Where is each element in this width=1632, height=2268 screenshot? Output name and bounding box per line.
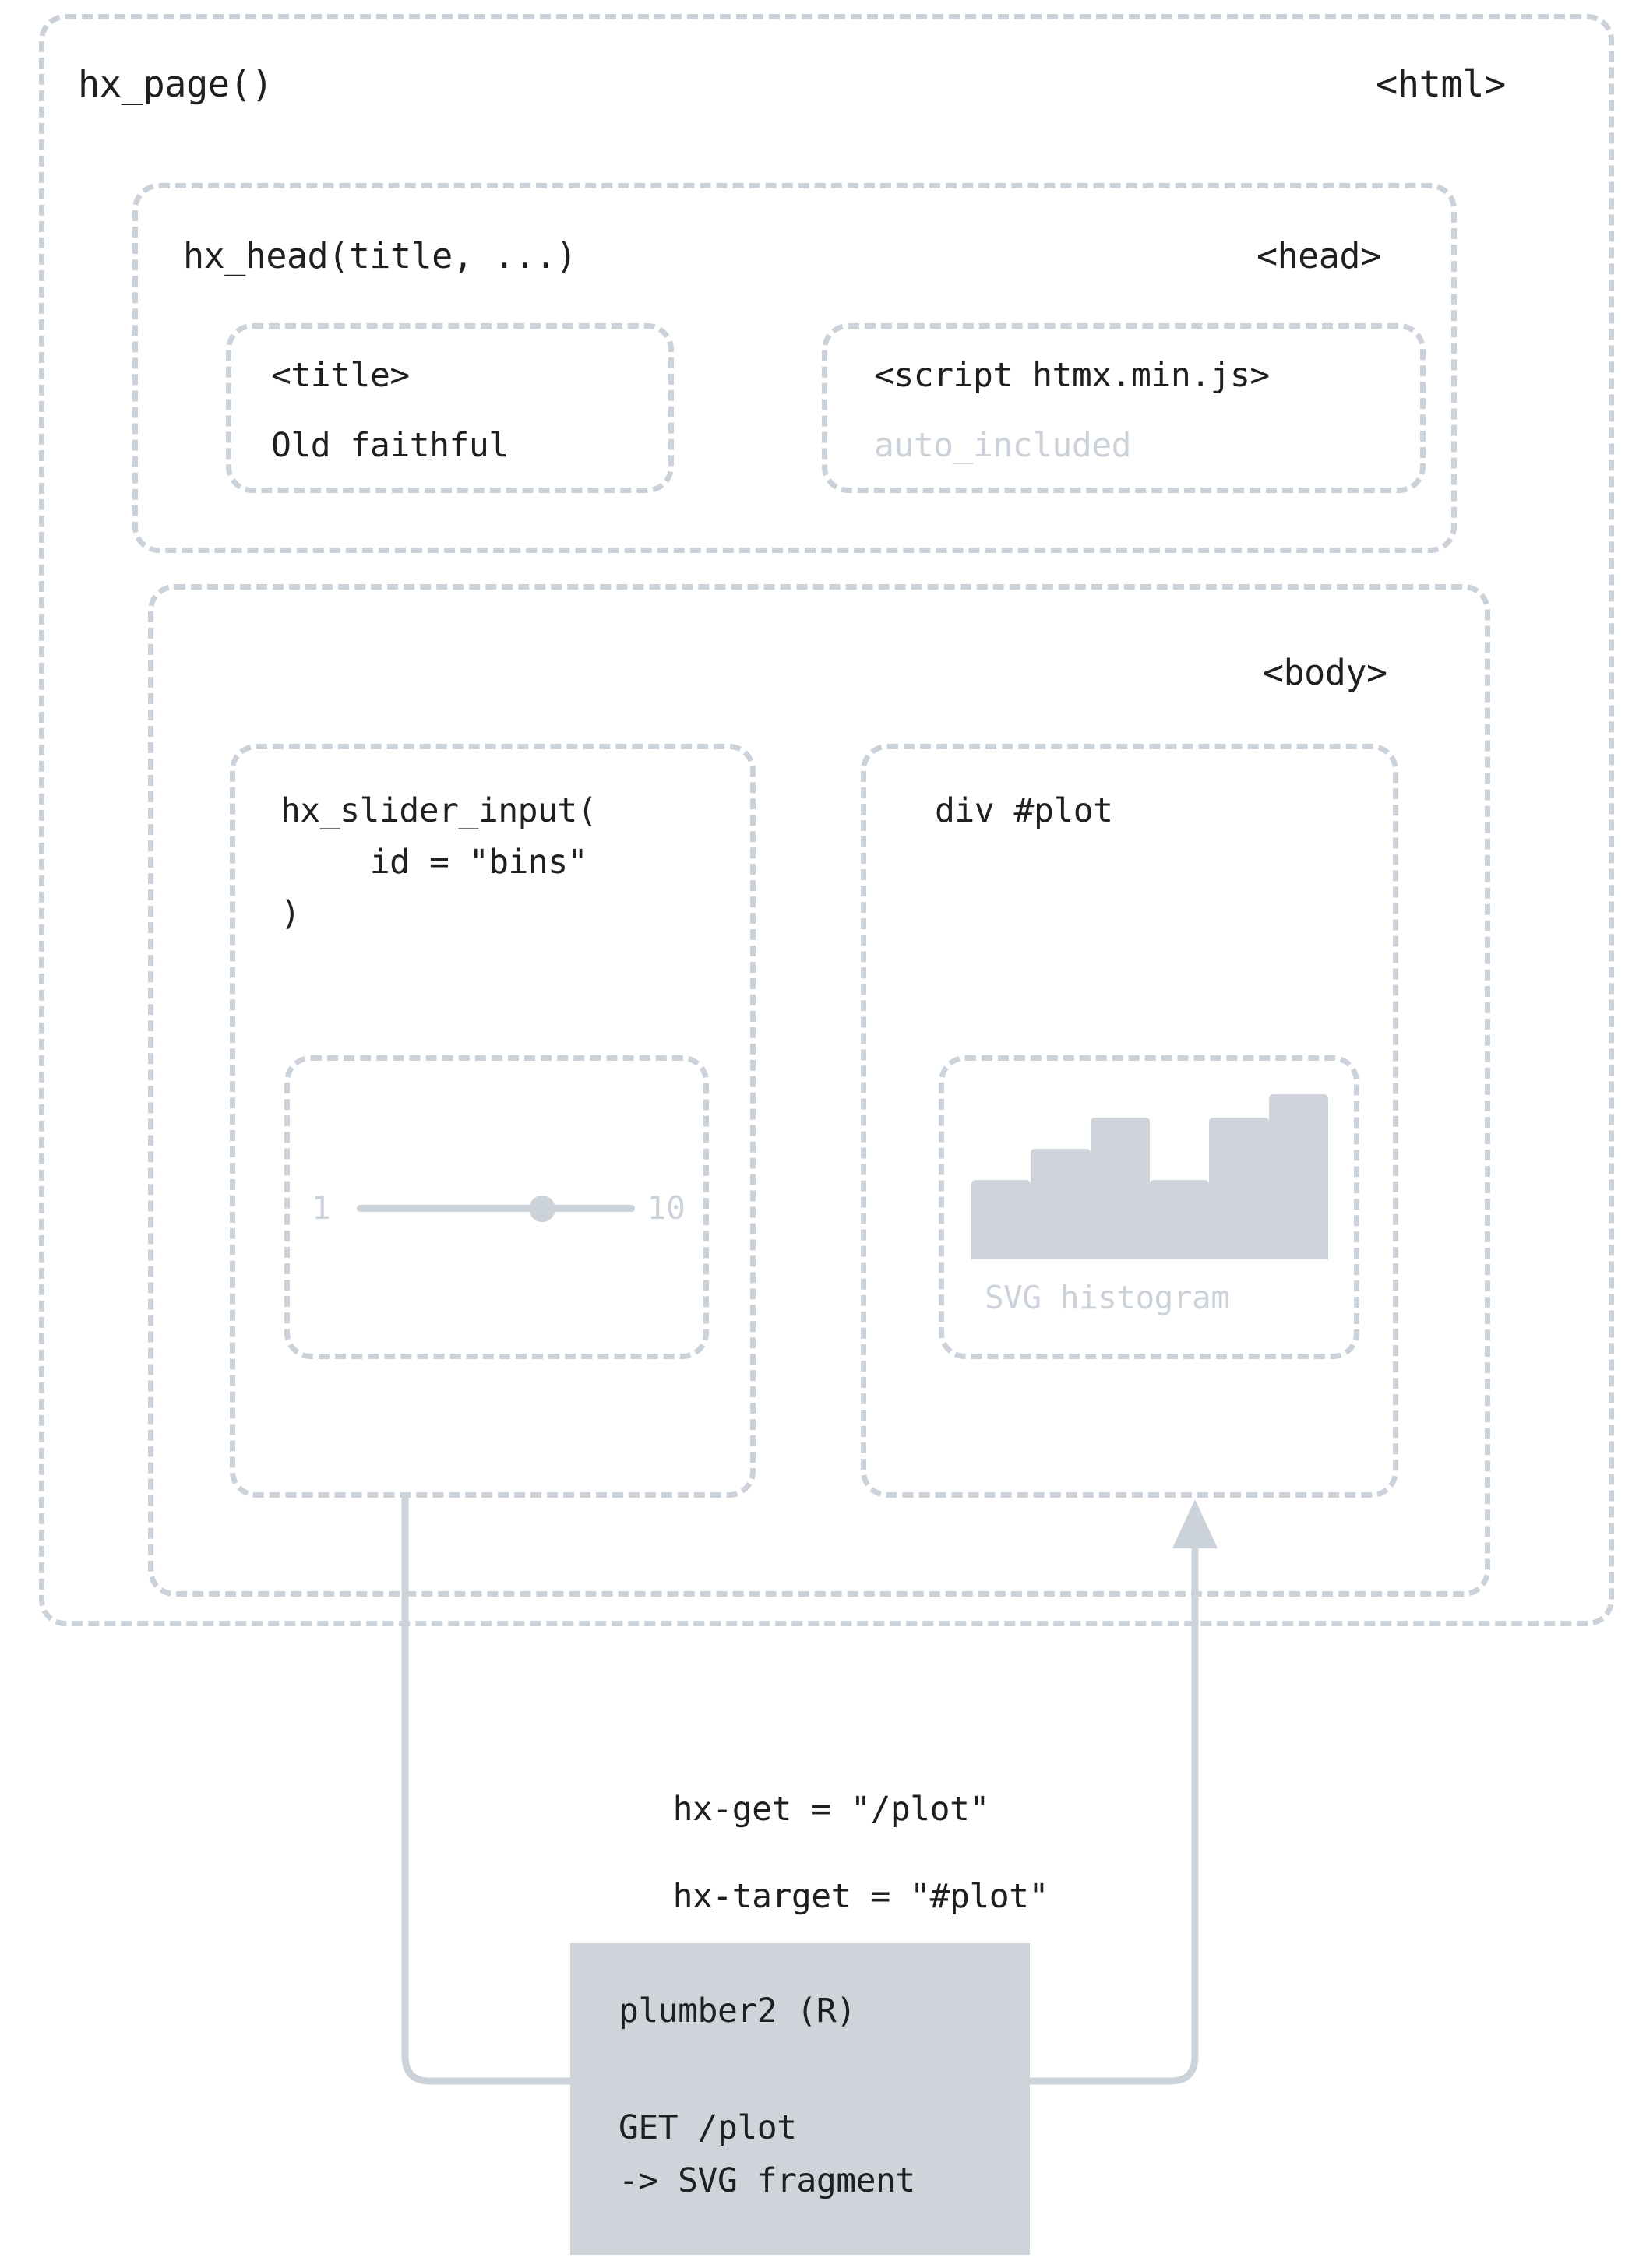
hx-slider-input-id-arg: id = "bins"	[330, 843, 588, 882]
hx-get-line: hx-get = "/plot"	[672, 1789, 990, 1829]
plumber-backend-box: plumber2 (R) GET /plot -> SVG fragment	[570, 1943, 1030, 2255]
title-box	[226, 323, 674, 493]
body-frame	[148, 584, 1490, 1597]
script-auto-included-note: auto_included	[874, 426, 1132, 465]
plot-well	[939, 1055, 1359, 1359]
histogram-bar	[1149, 1180, 1210, 1259]
hx-attributes-annotation: hx-get = "/plot" hx-target = "#plot"	[594, 1745, 1049, 1962]
plumber-title: plumber2 (R)	[619, 1992, 856, 2030]
head-tag-label: <head>	[1257, 235, 1381, 276]
histogram-bar	[971, 1180, 1031, 1259]
slider-min-label: 1	[312, 1189, 331, 1227]
slider-max-label: 10	[647, 1189, 686, 1227]
plumber-response: -> SVG fragment	[619, 2161, 915, 2200]
histogram-bar	[1209, 1117, 1269, 1259]
bins-slider[interactable]: 1 10	[312, 1189, 686, 1227]
svg-histogram-caption: SVG histogram	[985, 1279, 1230, 1316]
hx-slider-input-box	[230, 744, 756, 1498]
body-tag-label: <body>	[1263, 652, 1387, 693]
histogram-bar	[1090, 1117, 1150, 1259]
histogram-bar	[1031, 1148, 1091, 1259]
hx-head-label: hx_head(title, ...)	[183, 235, 577, 276]
html-frame	[39, 14, 1614, 1626]
html-tag-label: <html>	[1376, 63, 1506, 106]
hx-target-line: hx-target = "#plot"	[672, 1876, 1049, 1916]
svg-histogram-chart	[971, 1094, 1328, 1259]
div-plot-label: div #plot	[935, 791, 1113, 830]
slider-thumb[interactable]	[529, 1196, 555, 1222]
head-frame	[132, 183, 1457, 553]
hx-slider-input-close-paren: )	[280, 894, 301, 933]
slider-well	[284, 1055, 709, 1359]
hx-slider-input-line1: hx_slider_input(	[280, 791, 597, 830]
hx-page-label: hx_page()	[78, 63, 273, 106]
plumber-route: GET /plot	[619, 2108, 797, 2147]
script-box	[822, 323, 1426, 493]
script-tag-label: <script htmx.min.js>	[874, 356, 1270, 395]
page-title-value: Old faithful	[271, 426, 509, 465]
div-plot-box	[861, 744, 1398, 1498]
title-tag-label: <title>	[271, 356, 410, 395]
histogram-bar	[1268, 1094, 1328, 1259]
slider-track[interactable]	[357, 1205, 635, 1212]
